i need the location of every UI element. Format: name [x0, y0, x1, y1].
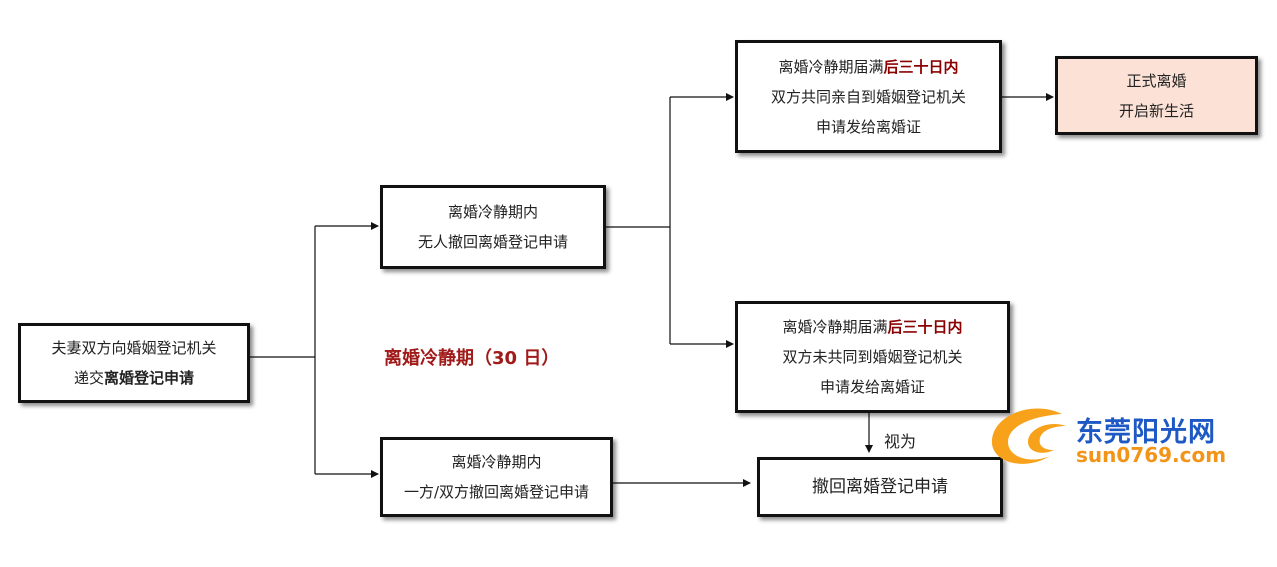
- joint-apply-line2: 双方共同亲自到婚姻登记机关: [770, 87, 966, 106]
- start-box: 夫妻双方向婚姻登记机关 递交离婚登记申请: [18, 323, 250, 403]
- sun0769-logo: 东莞阳光网 sun0769.com: [984, 404, 1234, 474]
- sun-swirl-icon: [991, 408, 1066, 464]
- not-joint-line1-prefix: 离婚冷静期届满: [782, 318, 888, 336]
- withdrawn-result-text: 撤回离婚登记申请: [812, 477, 948, 497]
- withdraw-line1: 离婚冷静期内: [451, 453, 542, 471]
- withdraw-box: 离婚冷静期内 一方/双方撤回离婚登记申请: [380, 437, 613, 517]
- not-joint-line2: 双方未共同到婚姻登记机关: [782, 348, 963, 366]
- start-line2-prefix: 递交: [73, 369, 104, 387]
- no-withdraw-box: 离婚冷静期内 无人撤回离婚登记申请: [380, 185, 606, 269]
- start-line2: 递交离婚登记申请: [74, 363, 194, 393]
- no-withdraw-line1: 离婚冷静期内: [447, 203, 538, 221]
- withdraw-line2: 一方/双方撤回离婚登记申请: [403, 483, 590, 501]
- logo-url: sun0769.com: [1076, 443, 1227, 467]
- not-joint-line1: 离婚冷静期届满后三十日内: [782, 312, 962, 342]
- joint-apply-deadline: 后三十日内: [883, 57, 959, 76]
- joint-apply-box: 离婚冷静期届满后三十日内 双方共同亲自到婚姻登记机关 申请发给离婚证: [735, 40, 1002, 153]
- joint-apply-line3: 申请发给离婚证: [815, 117, 921, 136]
- logo-name: 东莞阳光网: [1076, 417, 1216, 448]
- no-withdraw-line2: 无人撤回离婚登记申请: [417, 233, 568, 251]
- final-line2: 开启新生活: [1118, 101, 1194, 120]
- not-joint-box: 离婚冷静期届满后三十日内 双方未共同到婚姻登记机关 申请发给离婚证: [735, 301, 1010, 413]
- joint-apply-line1-prefix: 离婚冷静期届满: [778, 57, 884, 76]
- joint-apply-line1: 离婚冷静期届满后三十日内: [778, 52, 958, 82]
- cooling-period-label: 离婚冷静期（30 日）: [384, 348, 560, 369]
- not-joint-line3: 申请发给离婚证: [819, 378, 925, 396]
- start-line2-bold: 离婚登记申请: [104, 369, 195, 387]
- final-line1: 正式离婚: [1126, 71, 1187, 90]
- deemed-label: 视为: [884, 432, 917, 451]
- final-divorce-box: 正式离婚 开启新生活: [1055, 56, 1258, 135]
- not-joint-deadline: 后三十日内: [887, 318, 963, 336]
- withdrawn-result-box: 撤回离婚登记申请: [757, 457, 1003, 517]
- start-line1: 夫妻双方向婚姻登记机关: [51, 339, 217, 357]
